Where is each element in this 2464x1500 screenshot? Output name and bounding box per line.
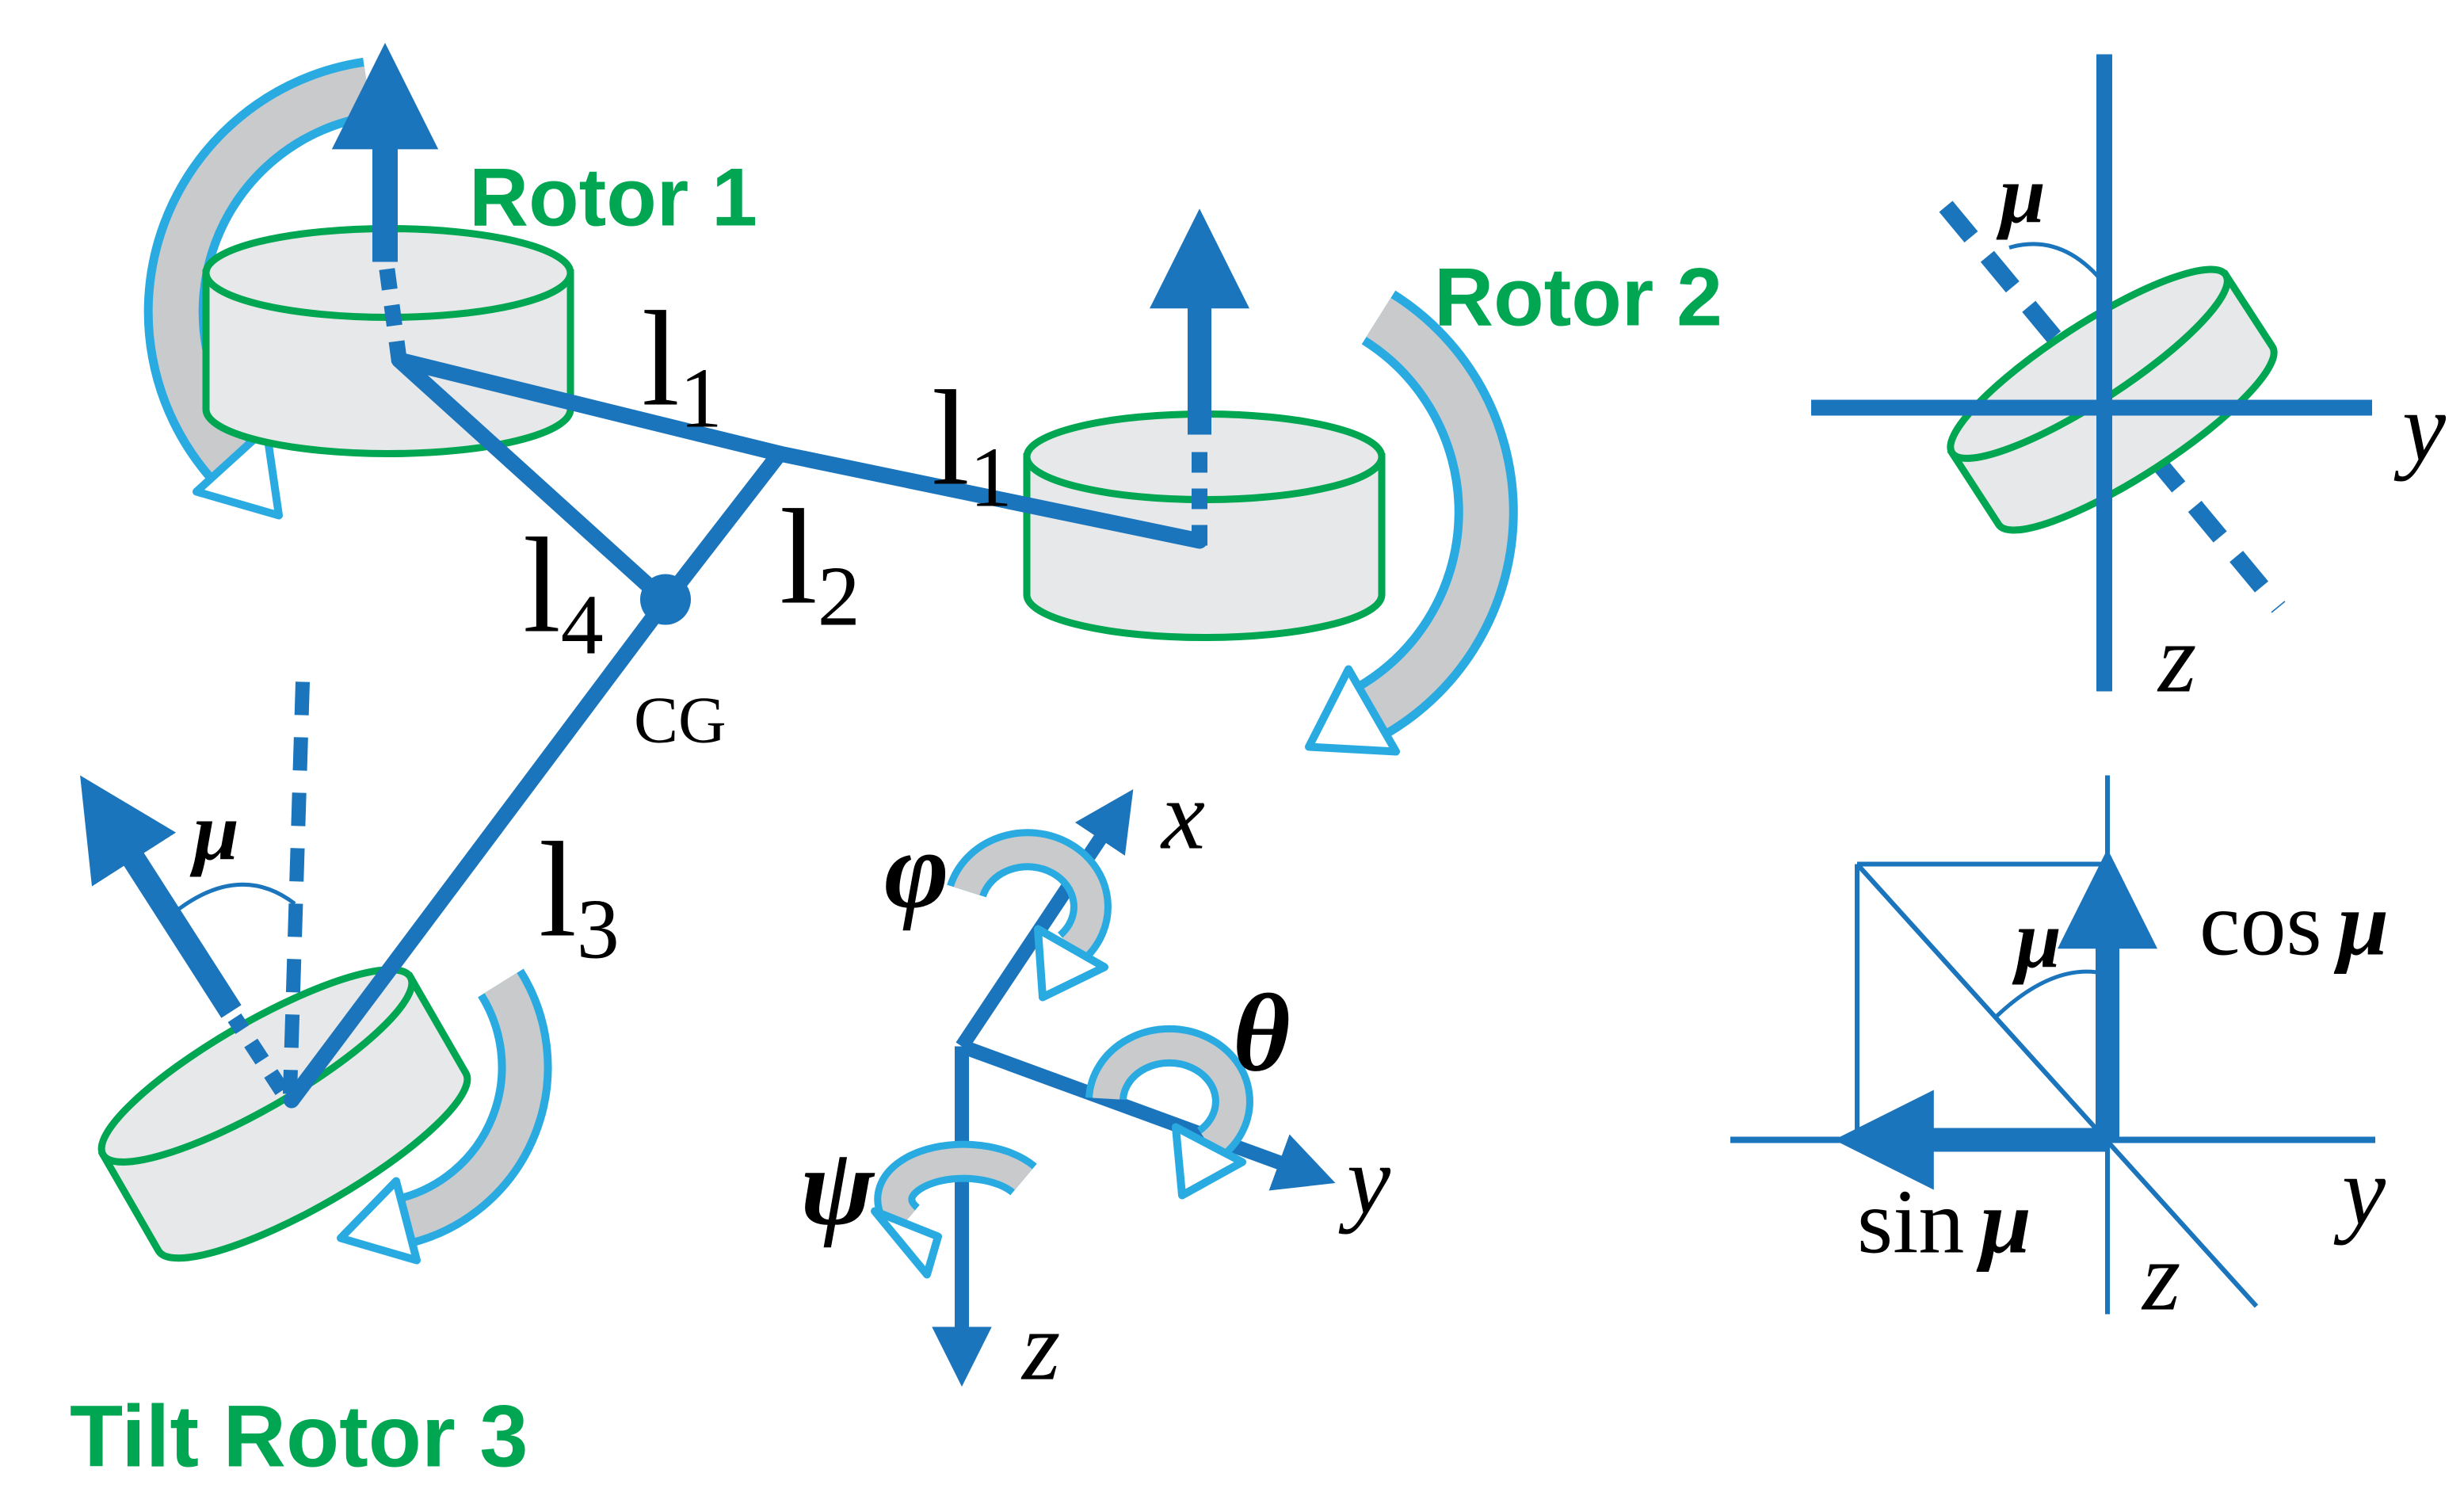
decomp-y-label: y	[2333, 1137, 2386, 1246]
z-axis-label: z	[1020, 1292, 1060, 1401]
rotor3-disk	[97, 966, 471, 1262]
tilt-detail-y-label: y	[2393, 373, 2447, 482]
l1b-sub: 1	[970, 431, 1013, 525]
l1a-base: l	[642, 284, 680, 435]
l3-sub: 3	[577, 883, 620, 977]
rotor2-rotation-arrow	[1305, 290, 1518, 756]
arm-l2	[658, 445, 788, 609]
rotor3-mu-label: μ	[189, 787, 239, 878]
arm-l4	[391, 352, 673, 609]
pitch-arrowhead	[1172, 1123, 1246, 1200]
tilt-detail-mu-angle-arc	[2008, 242, 2107, 288]
rotor3-mu-angle-arc	[176, 883, 296, 912]
cos-mu-symbol: μ	[2334, 874, 2390, 975]
arm-l1-front	[391, 352, 788, 462]
pitch-angle-label: θ	[1233, 972, 1291, 1095]
sin-mu-symbol: μ	[1976, 1172, 2031, 1273]
yaw-angle-label: ψ	[800, 1126, 875, 1249]
l4-base: l	[523, 511, 561, 662]
frame-arms	[284, 352, 1207, 1109]
rotor2-label: Rotor 2	[1434, 252, 1722, 344]
label-l1-rear: l1	[932, 364, 1013, 525]
tilt-detail-axes: μ y z	[1811, 54, 2447, 713]
arm-l1-rear	[772, 445, 1207, 549]
roll-angle-label: φ	[884, 809, 949, 932]
decomp-mu-label: μ	[2012, 895, 2062, 986]
rotor1-thrust-arrow	[331, 43, 439, 363]
rotor3-vertical-reference-dashed	[283, 681, 310, 1094]
x-axis-label: x	[1160, 761, 1205, 870]
yaw-arrowhead	[871, 1207, 942, 1279]
pitch-rotation-arrow	[1085, 1025, 1253, 1200]
rotor3-rotation-arrow	[337, 968, 552, 1265]
l2-base: l	[780, 483, 818, 633]
arm-l3	[284, 593, 673, 1109]
label-l3: l3	[539, 815, 620, 977]
rotor2-rotation-arrowhead	[1305, 665, 1400, 756]
y-axis-label: y	[1338, 1126, 1391, 1235]
label-l4: l4	[523, 511, 604, 673]
rotor1-rotation-arrowhead	[193, 424, 283, 520]
cg-label: CG	[634, 684, 727, 758]
decomp-mu-angle-arc	[1995, 969, 2105, 1018]
roll-arrowhead	[1034, 925, 1108, 1002]
l2-sub: 2	[818, 550, 860, 644]
l1a-sub: 1	[680, 352, 723, 446]
l1b-base: l	[932, 364, 970, 514]
rotor3-rotation-arrowhead	[337, 1177, 421, 1265]
arm-length-labels: l1 l1 l2 l4 l3 CG	[523, 284, 1013, 977]
decomp-diagonal-line	[1855, 862, 2259, 1308]
sin-word: sin	[1857, 1172, 1964, 1273]
label-l2: l2	[780, 483, 860, 644]
roll-rotation-arrow	[947, 829, 1112, 1002]
cg-dot	[640, 574, 691, 625]
rotor1-rotation-arrow	[143, 57, 373, 520]
l4-sub: 4	[561, 578, 604, 673]
l3-base: l	[539, 815, 577, 966]
rotor3-thrust-arrow	[80, 775, 289, 1095]
rotor1-disk	[202, 225, 574, 457]
label-l1-front: l1	[642, 284, 723, 446]
cos-word: cos	[2199, 874, 2322, 975]
rotor3-label: Tilt Rotor 3	[70, 1388, 528, 1486]
tilt-detail-z-label: z	[2157, 605, 2196, 713]
yaw-rotation-arrow	[871, 1140, 1037, 1279]
rotor1-label: Rotor 1	[469, 152, 757, 244]
decomp-z-label: z	[2141, 1223, 2180, 1331]
tilt-detail-mu-label: μ	[1996, 150, 2046, 241]
body-frame: x y z φ θ ψ	[800, 761, 1391, 1401]
